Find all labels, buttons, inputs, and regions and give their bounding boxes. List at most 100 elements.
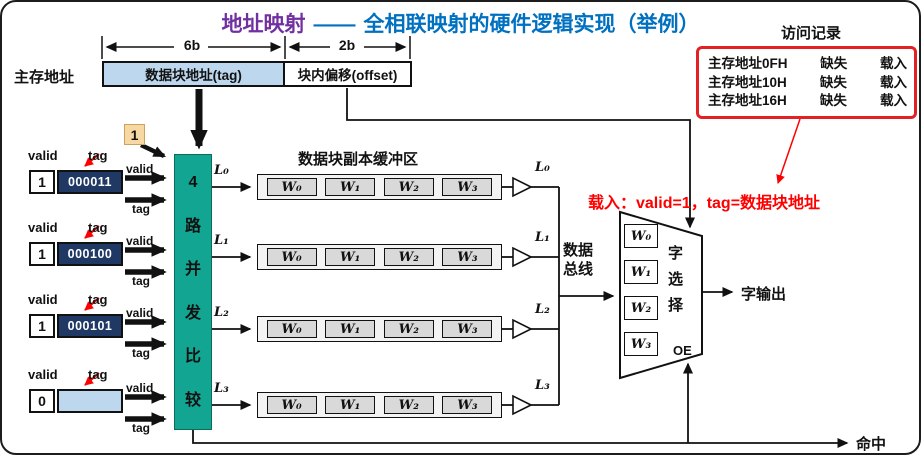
word-cell: W₃	[442, 396, 493, 414]
word-output-label: 字输出	[741, 286, 787, 303]
mux-input-w1: W₁	[624, 260, 658, 284]
line-label-left-3: L₃	[214, 381, 229, 396]
log-result: 缺失	[820, 56, 848, 72]
tag-pointer-arrow-3	[84, 297, 100, 311]
comparator-char: 比	[184, 348, 201, 366]
mux-input-w3: W₃	[624, 332, 658, 356]
cache-entry-4: valid tag 0 valid tag	[26, 367, 196, 443]
const-one-box: 1	[124, 124, 145, 145]
comparator-box: 4 路 并 发 比 较	[174, 154, 212, 430]
page-title: 地址映射——全相联映射的硬件逻辑实现（举例）	[2, 8, 919, 38]
buffer-triangle-3	[512, 394, 533, 416]
access-log-row: 主存地址16H 缺失 载入	[708, 94, 907, 108]
tag-pointer-arrow-1	[84, 153, 100, 167]
word-cell: W₃	[442, 248, 493, 266]
tag-wire-label: tag	[132, 274, 150, 288]
valid-label: valid	[28, 367, 58, 382]
tag-width-label: 6b	[178, 37, 206, 53]
offset-width-label: 2b	[333, 37, 361, 53]
word-cell: W₀	[266, 396, 317, 414]
word-cell: W₂	[383, 248, 434, 266]
word-cell: W₁	[325, 178, 376, 196]
comparator-char: 较	[184, 391, 201, 409]
word-cell: W₃	[442, 178, 493, 196]
title-subtitle: 全相联映射的硬件逻辑实现（举例）	[363, 13, 700, 36]
line-label-left-1: L₁	[214, 233, 229, 248]
tag-value-box: 000011	[57, 170, 123, 194]
word-cell: W₃	[442, 320, 493, 338]
hit-wire	[192, 430, 849, 448]
word-select-char: 择	[668, 297, 684, 314]
word-select-char: 字	[668, 245, 684, 262]
load-annotation: 载入：valid=1，tag=数据块地址	[588, 195, 821, 212]
comparator-char: 4	[188, 174, 198, 192]
word-cell: W₂	[383, 396, 434, 414]
tag-field: 数据块地址(tag)	[104, 63, 285, 85]
oe-label: OE	[673, 343, 692, 358]
line-label-left-2: L₂	[214, 305, 229, 320]
access-log-title: 访问记录	[781, 25, 842, 42]
cache-entry-1: valid tag 1 000011 valid tag	[26, 148, 196, 224]
log-action: 载入	[879, 93, 907, 109]
log-addr: 主存地址0FH	[708, 56, 788, 72]
word-cell: W₂	[383, 320, 434, 338]
comparator-char: 发	[184, 304, 201, 322]
line-label-right-3: L₃	[535, 378, 550, 393]
valid-label: valid	[28, 292, 58, 307]
data-bus-label-line2: 总线	[563, 261, 594, 278]
buffer-triangle-1	[512, 246, 533, 268]
buffer-triangle-2	[512, 318, 533, 340]
word-cell: W₂	[383, 178, 434, 196]
valid-bit-box: 1	[29, 170, 55, 194]
log-action: 载入	[879, 56, 907, 72]
log-addr: 主存地址16H	[708, 93, 787, 109]
word-cell: W₀	[266, 320, 317, 338]
valid-label: valid	[28, 220, 58, 235]
access-log-row: 主存地址10H 缺失 载入	[708, 76, 907, 90]
log-action: 载入	[879, 74, 907, 90]
access-log-row: 主存地址0FH 缺失 载入	[708, 57, 907, 71]
word-cell: W₁	[325, 248, 376, 266]
valid-bit-box: 0	[29, 389, 55, 413]
mux-input-w2: W₂	[624, 296, 658, 320]
const-one-arrow	[140, 142, 167, 159]
tag-value-box: 000100	[57, 242, 123, 266]
word-cell: W₀	[266, 248, 317, 266]
buffer-title: 数据块副本缓冲区	[298, 151, 419, 168]
mux-input-w0: W₀	[624, 224, 658, 248]
tag-pointer-arrow-2	[84, 225, 100, 239]
line-label-right-2: L₂	[535, 302, 550, 317]
valid-bit-box: 1	[29, 242, 55, 266]
log-result: 缺失	[819, 74, 847, 90]
cache-entry-3: valid tag 1 000101 valid tag	[26, 292, 196, 368]
tag-wire-label: tag	[132, 421, 150, 435]
word-cell: W₀	[266, 178, 317, 196]
main-memory-address-label: 主存地址	[14, 69, 75, 86]
title-topic: 地址映射	[221, 13, 306, 36]
comparator-char: 并	[184, 261, 201, 279]
line-label-right-1: L₁	[535, 230, 550, 245]
tag-label: tag	[88, 148, 108, 163]
tag-value-box	[57, 389, 123, 413]
valid-label: valid	[28, 148, 58, 163]
cache-entry-2: valid tag 1 000100 valid tag	[26, 220, 196, 296]
valid-wire-label: valid	[126, 381, 154, 395]
data-block-row-2: W₀ W₁ W₂ W₃	[257, 316, 502, 342]
valid-wire-label: valid	[126, 306, 154, 320]
comparator-char: 路	[184, 217, 201, 235]
tag-label: tag	[88, 292, 108, 307]
log-annotation-pointer	[776, 118, 801, 184]
valid-wire-label: valid	[126, 234, 154, 248]
tag-value-box: 000101	[57, 314, 123, 338]
valid-bit-box: 1	[29, 314, 55, 338]
log-result: 缺失	[819, 93, 847, 109]
access-log-box: 主存地址0FH 缺失 载入 主存地址10H 缺失 载入 主存地址16H 缺失 载…	[696, 46, 917, 119]
tag-wire-label: tag	[132, 202, 150, 216]
line-label-right-0: L₀	[535, 160, 550, 175]
tag-label: tag	[88, 220, 108, 235]
tag-label: tag	[88, 367, 108, 382]
tag-wire-label: tag	[132, 346, 150, 360]
word-select-char: 选	[668, 271, 684, 288]
